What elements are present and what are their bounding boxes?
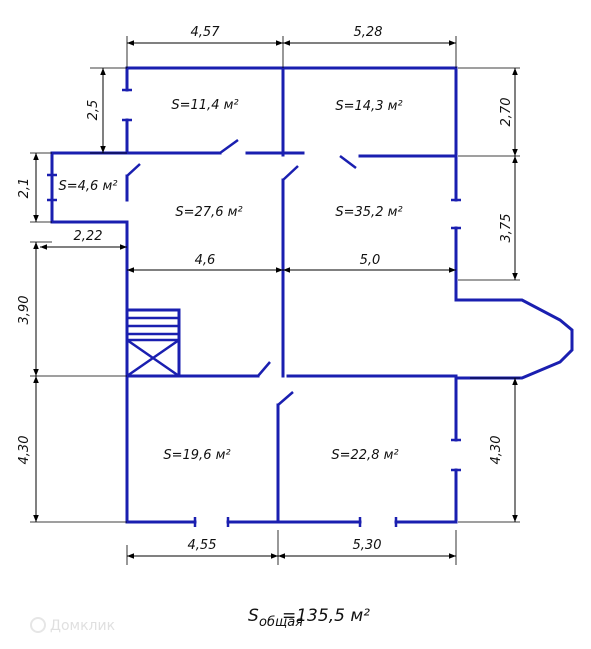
dim-right-top: 2,70 xyxy=(499,98,514,127)
dim-right-middle: 3,75 xyxy=(499,214,514,243)
total-area: S общая =135,5 м² xyxy=(248,606,370,630)
total-area-value: =135,5 м² xyxy=(282,606,370,626)
dim-left-top: 2,5 xyxy=(86,100,101,121)
dim-top-right: 5,28 xyxy=(354,25,383,40)
dim-bottom-left: 4,55 xyxy=(188,538,217,553)
room-area-label: S=4,6 м² xyxy=(59,179,118,194)
dim-right-bottom: 4,30 xyxy=(489,436,504,465)
dimension-labels: 4,57 5,28 4,6 5,0 2,22 4,55 5,30 2,5 2,1… xyxy=(17,25,514,553)
room-area-label: S=11,4 м² xyxy=(171,98,238,113)
dim-inner-left: 4,6 xyxy=(195,253,216,268)
dim-left-bottom: 4,30 xyxy=(17,436,32,465)
watermark: Домклик xyxy=(30,617,115,634)
door-leaf xyxy=(219,138,239,155)
staircase xyxy=(125,308,181,378)
room-area-label: S=27,6 м² xyxy=(175,205,242,220)
room-area-label: S=19,6 м² xyxy=(163,448,230,463)
wall-right-middle xyxy=(454,226,502,302)
wall-upper-partition-right xyxy=(281,151,458,158)
door-leaf xyxy=(126,163,141,177)
door-leaf xyxy=(257,361,271,377)
room-area-label: S=22,8 м² xyxy=(331,448,398,463)
dim-inner-right: 5,0 xyxy=(360,253,381,268)
walls xyxy=(47,66,574,527)
watermark-text: Домклик xyxy=(50,618,115,634)
total-area-prefix: S xyxy=(248,606,259,626)
dim-left-middle: 3,90 xyxy=(17,296,32,325)
room-areas: S=11,4 м² S=14,3 м² S=4,6 м² S=27,6 м² S… xyxy=(59,98,403,463)
door-leaf xyxy=(277,391,294,406)
door-leaf xyxy=(339,155,357,169)
watermark-logo-icon xyxy=(30,617,46,633)
dimension-lines xyxy=(30,36,520,565)
dim-bottom-right: 5,30 xyxy=(353,538,382,553)
room-area-label: S=14,3 м² xyxy=(335,99,402,114)
total-area-subscript: общая xyxy=(259,615,303,630)
dim-left-small: 2,1 xyxy=(17,178,32,199)
dim-top-left: 4,57 xyxy=(191,25,221,40)
dim-small-width: 2,22 xyxy=(74,229,103,244)
bay-window xyxy=(498,298,574,380)
room-area-label: S=35,2 м² xyxy=(335,205,402,220)
window-marks xyxy=(47,88,461,527)
door-leaf xyxy=(282,165,299,181)
